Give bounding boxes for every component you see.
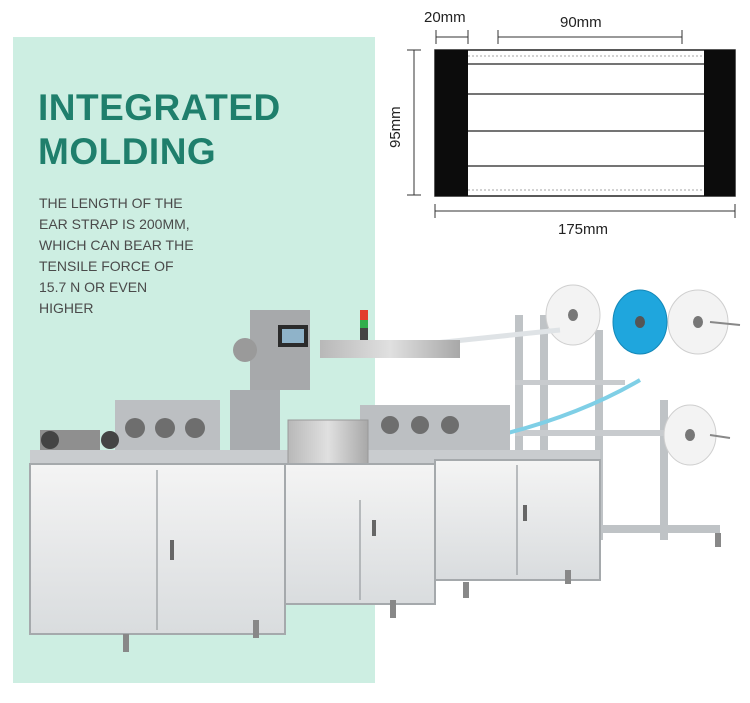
material-rolls [545,284,741,466]
description-line: EAR STRAP IS 200MM, [39,216,190,232]
headline-line-2: MOLDING [38,131,217,172]
mask-outline [434,49,736,197]
description-line: TENSILE FORCE OF [39,258,174,274]
right-ear-strip [704,50,735,196]
dim-ear-strip-label: 20mm [424,9,466,26]
headline-line-1: INTEGRATED [38,87,281,128]
description-line: HIGHER [39,300,94,316]
description-line: 15.7 N OR EVEN [39,279,148,295]
mask-dimension-diagram: 20mm 90mm 95mm 175mm [387,9,736,238]
forming-unit [233,310,460,390]
dim-height-label: 95mm [387,106,404,148]
left-ear-strip [435,50,468,196]
headline: INTEGRATED MOLDING [38,86,281,174]
description-line: THE LENGTH OF THE [39,195,183,211]
machine-feet [123,533,721,652]
ear-strap-description: THE LENGTH OF THE EAR STRAP IS 200MM, WH… [39,193,269,319]
mask-machine-image [29,284,741,652]
description-line: WHICH CAN BEAR THE [39,237,194,253]
dim-total-label: 175mm [558,221,608,238]
dim-body-label: 90mm [560,14,602,31]
machine-cabinet [29,459,601,635]
roller-row [40,390,510,460]
